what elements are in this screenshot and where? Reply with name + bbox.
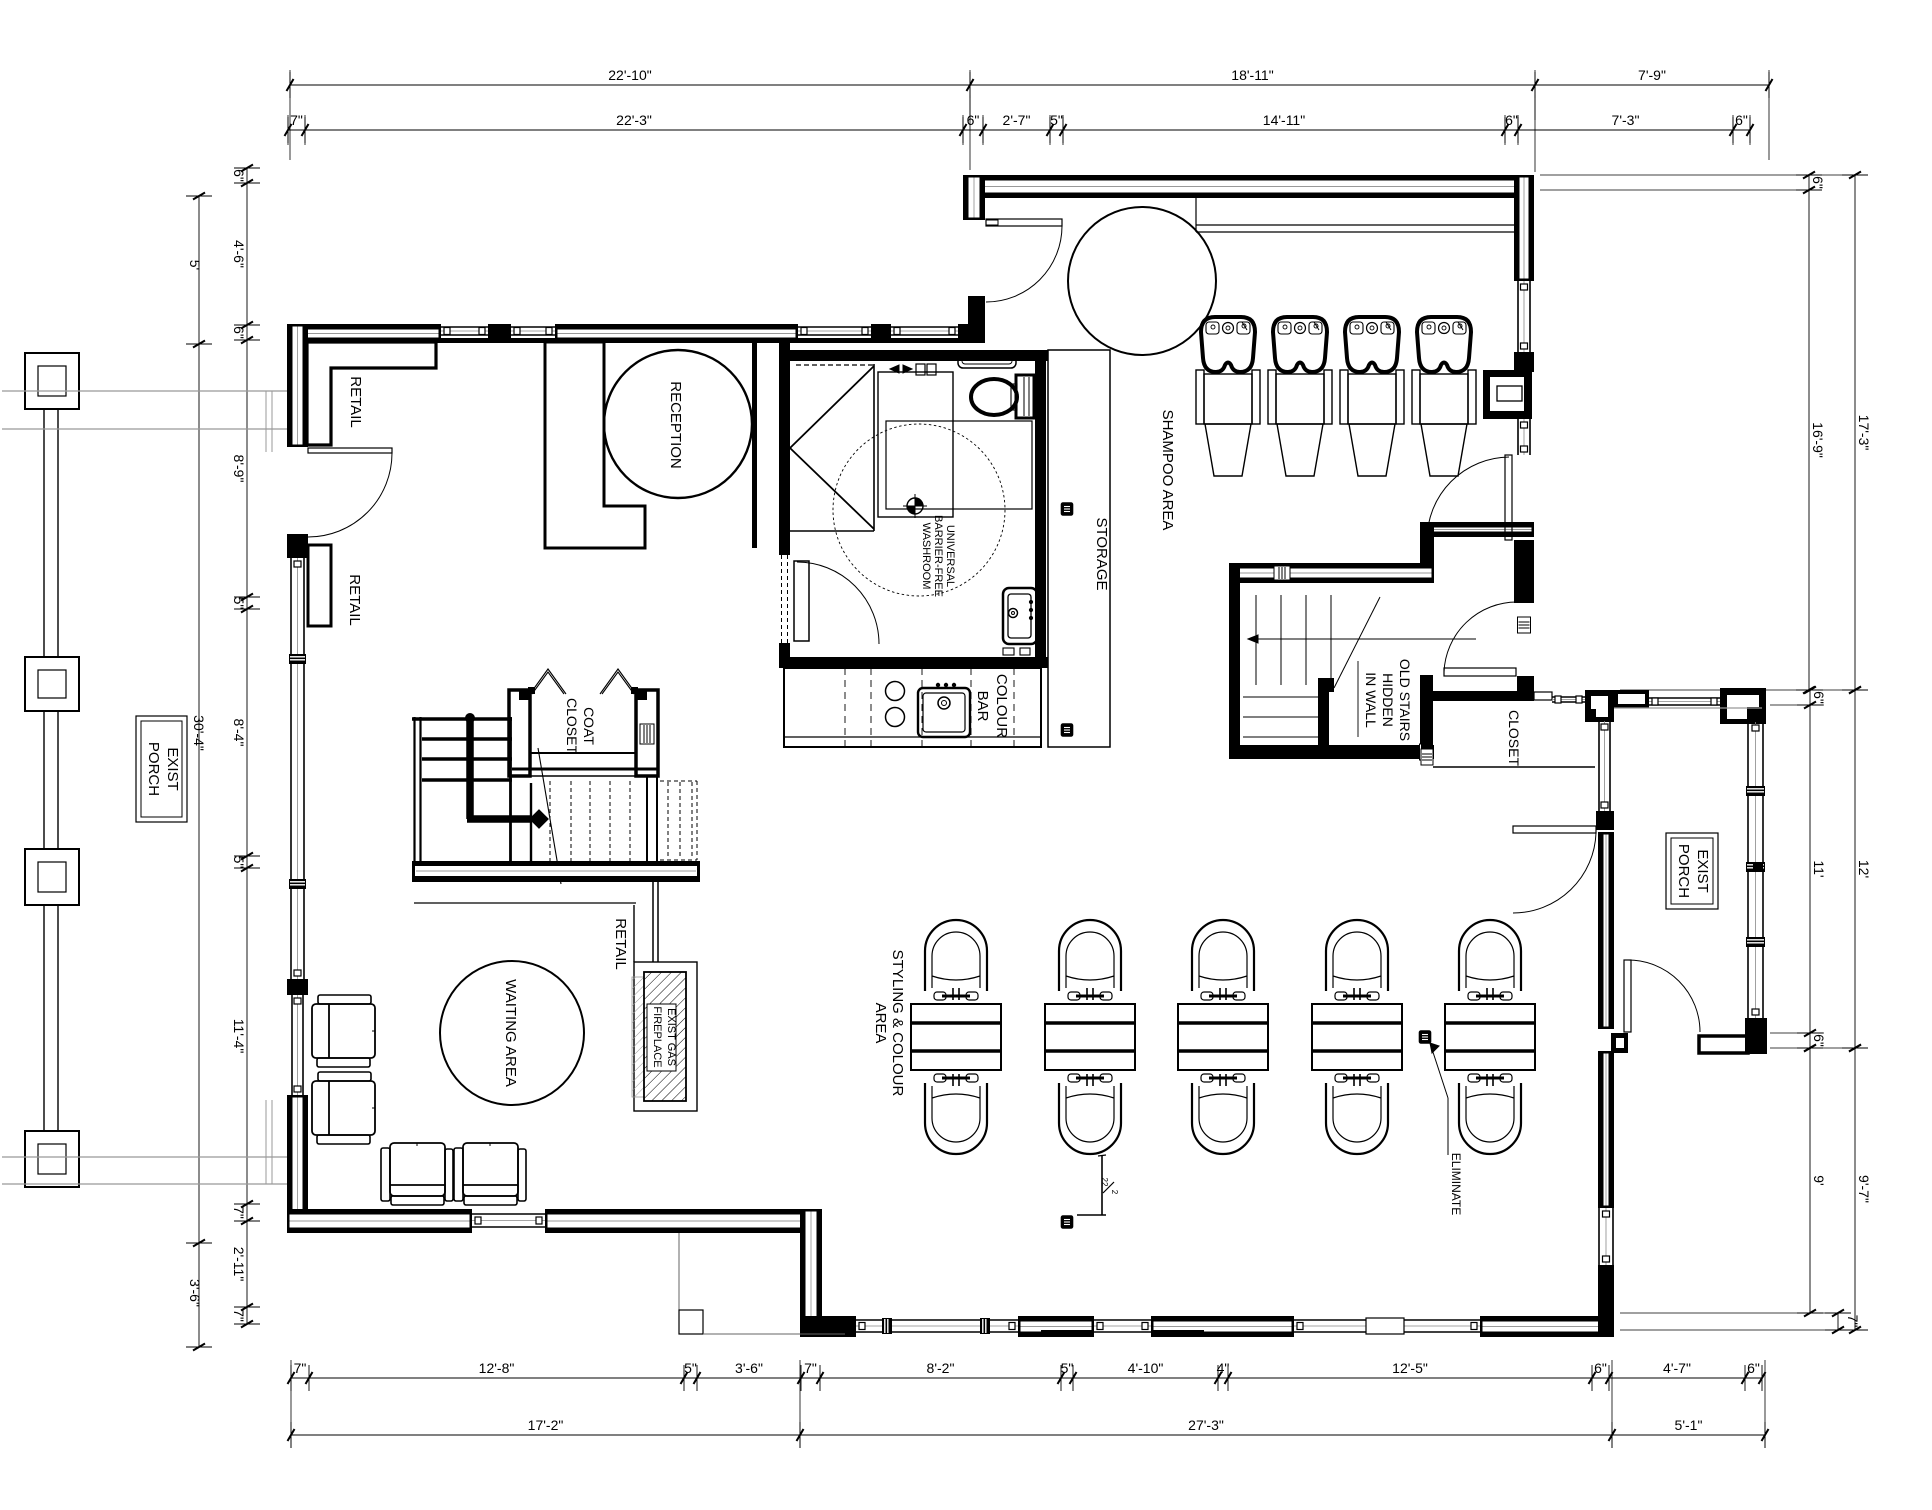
svg-text:7": 7" [290,112,303,128]
svg-text:RETAIL: RETAIL [346,574,363,625]
svg-text:16'-9": 16'-9" [1810,422,1826,458]
svg-text:EXISTPORCH: EXISTPORCH [1675,844,1711,898]
svg-text:7": 7" [294,1360,307,1376]
svg-text:6": 6" [1735,112,1748,128]
svg-text:ELIMINATE: ELIMINATE [1449,1153,1463,1215]
svg-text:7": 7" [1845,1315,1861,1328]
svg-text:9'-7": 9'-7" [1856,1175,1872,1203]
svg-text:6": 6" [1505,112,1518,128]
svg-text:6": 6" [967,112,980,128]
svg-text:27'-3": 27'-3" [1188,1417,1224,1433]
svg-text:5": 5" [231,597,247,610]
svg-text:22'-10": 22'-10" [608,67,651,83]
svg-text:EXIST GASFIREPLACE: EXIST GASFIREPLACE [651,1006,677,1067]
svg-text:8'-9": 8'-9" [231,455,247,483]
svg-text:7": 7" [804,1360,817,1376]
svg-text:6": 6" [1811,1034,1827,1047]
svg-text:8'-4": 8'-4" [231,719,247,747]
svg-text:EXISTPORCH: EXISTPORCH [145,742,181,796]
svg-text:STORAGE: STORAGE [1093,517,1110,590]
svg-text:7": 7" [231,1206,247,1219]
svg-text:2'-7": 2'-7" [1003,112,1031,128]
svg-text:9': 9' [1811,1175,1827,1185]
svg-text:RETAIL: RETAIL [347,376,364,427]
svg-text:7'-3": 7'-3" [1612,112,1640,128]
svg-text:5': 5' [187,260,203,270]
svg-text:2'-11": 2'-11" [231,1247,247,1282]
svg-text:4'-7": 4'-7" [1663,1360,1691,1376]
svg-text:6": 6" [1594,1360,1607,1376]
svg-text:4'-6": 4'-6" [231,240,247,268]
svg-text:4": 4" [1217,1360,1230,1376]
svg-text:5": 5" [1061,1360,1074,1376]
svg-text:3'-6": 3'-6" [735,1360,763,1376]
svg-text:5": 5" [1050,112,1063,128]
svg-text:CLOSET: CLOSET [1506,710,1522,766]
svg-text:6": 6" [231,169,247,182]
svg-text:UNIVERSALBARRIER-FREEWASHROOM: UNIVERSALBARRIER-FREEWASHROOM [920,515,956,597]
svg-text:4'-10": 4'-10" [1128,1360,1164,1376]
svg-text:RECEPTION: RECEPTION [667,381,684,469]
svg-text:6": 6" [1810,176,1826,189]
svg-text:COLOURBAR: COLOURBAR [974,674,1010,738]
svg-text:RETAIL: RETAIL [612,918,629,969]
svg-text:12'-8": 12'-8" [479,1360,515,1376]
svg-text:6": 6" [1811,691,1827,704]
svg-text:17'-2": 17'-2" [528,1417,564,1433]
svg-text:STYLING & COLOURAREA: STYLING & COLOURAREA [872,950,906,1097]
svg-text:30'-4": 30'-4" [191,715,207,751]
svg-text:2: 2 [1110,1190,1119,1195]
svg-text:7": 7" [231,1309,247,1322]
svg-text:11': 11' [1811,860,1827,877]
svg-text:3'-6": 3'-6" [187,1279,203,1307]
svg-text:11'-4": 11'-4" [231,1019,247,1054]
svg-text:14'-11": 14'-11" [1263,112,1305,128]
svg-text:17'-3": 17'-3" [1856,415,1872,451]
svg-text:6": 6" [231,326,247,339]
svg-text:18'-11": 18'-11" [1231,67,1273,83]
svg-text:12'-5": 12'-5" [1392,1360,1428,1376]
svg-text:5'-1": 5'-1" [1675,1417,1703,1433]
svg-text:5": 5" [231,856,247,869]
svg-text:COATCLOSET: COATCLOSET [564,698,597,754]
svg-text:7'-9": 7'-9" [1638,67,1666,83]
svg-text:OLD STAIRSHIDDENIN WALL: OLD STAIRSHIDDENIN WALL [1363,659,1413,741]
svg-text:22'-3": 22'-3" [616,112,652,128]
svg-text:6": 6" [1747,1360,1760,1376]
svg-text:WAITING AREA: WAITING AREA [502,979,519,1087]
svg-text:5": 5" [684,1360,697,1376]
svg-text:12': 12' [1856,860,1872,878]
svg-text:SHAMPOO AREA: SHAMPOO AREA [1159,410,1176,531]
svg-text:8'-2": 8'-2" [927,1360,955,1376]
svg-text:22: 22 [1100,1178,1109,1187]
